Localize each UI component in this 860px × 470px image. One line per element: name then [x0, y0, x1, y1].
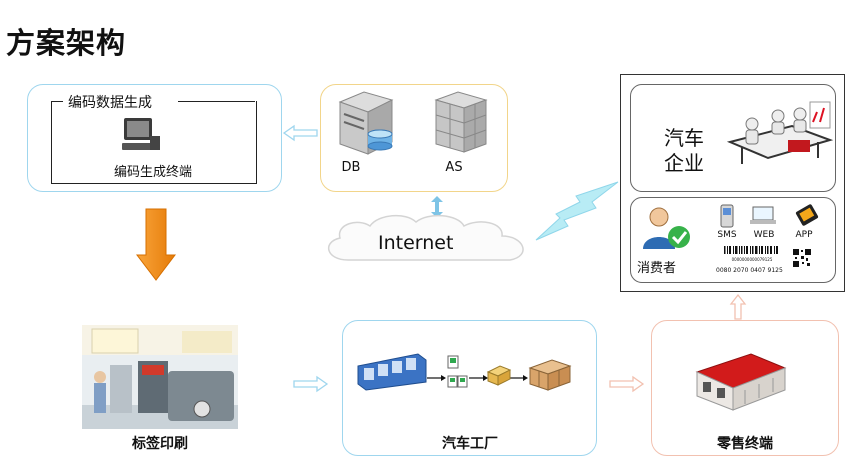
lightning-icon: [535, 181, 619, 241]
computer-icon: [122, 118, 160, 150]
retail-panel: [651, 320, 839, 456]
barcode-number: 0080 2070 0407 9125: [716, 267, 783, 274]
smartphone-icon: [795, 204, 819, 226]
meeting-icon: [726, 101, 834, 164]
factory-panel: [342, 320, 597, 456]
box-icon: [486, 365, 512, 386]
internet-label: Internet: [378, 232, 454, 254]
channel-sms: SMS: [717, 230, 737, 240]
double-arrow-icon: [431, 196, 443, 218]
encoding-group-label: 编码数据生成: [66, 92, 154, 112]
consumer-label: 消费者: [637, 261, 677, 276]
enterprise-consumer-panel: [620, 74, 845, 292]
as-server-icon: [434, 91, 488, 153]
laptop-icon: [750, 206, 776, 224]
labels-icon: [447, 355, 468, 388]
channel-app: APP: [795, 230, 813, 240]
arrow-left-icon: [282, 124, 318, 142]
store-icon: [695, 353, 787, 411]
enterprise-label: 汽车 企业: [664, 126, 704, 175]
barcode-icon: [724, 246, 778, 254]
qr-code-icon: [792, 248, 812, 268]
production-line-icon: [357, 353, 427, 391]
encoding-panel: [27, 84, 282, 192]
arrow-down-icon: [135, 208, 177, 281]
pallet-icon: [528, 359, 572, 391]
as-label: AS: [445, 160, 463, 175]
phone-icon: [720, 204, 734, 228]
db-label: DB: [341, 160, 361, 175]
consumer-box: [630, 197, 836, 283]
factory-label: 汽车工厂: [442, 436, 498, 452]
arrow-right-retail-icon: [609, 375, 645, 393]
cloud-icon: [328, 214, 524, 261]
arrow-up-icon: [729, 293, 747, 320]
channel-web: WEB: [753, 230, 775, 240]
encoding-group-frame: [51, 101, 257, 184]
barcode-small-number: 0000000000079125: [731, 257, 773, 262]
consumer-icon: [643, 207, 690, 249]
encoding-terminal-label: 编码生成终端: [113, 165, 192, 180]
printing-label: 标签印刷: [132, 436, 188, 452]
page-title: 方案架构: [6, 26, 127, 60]
retail-label: 零售终端: [717, 436, 773, 452]
enterprise-box: [630, 84, 836, 192]
printing-photo: [82, 325, 238, 429]
server-panel: [320, 84, 508, 192]
process-arrows: [427, 375, 528, 381]
db-server-icon: [338, 91, 394, 155]
arrow-right-icon: [293, 375, 329, 393]
